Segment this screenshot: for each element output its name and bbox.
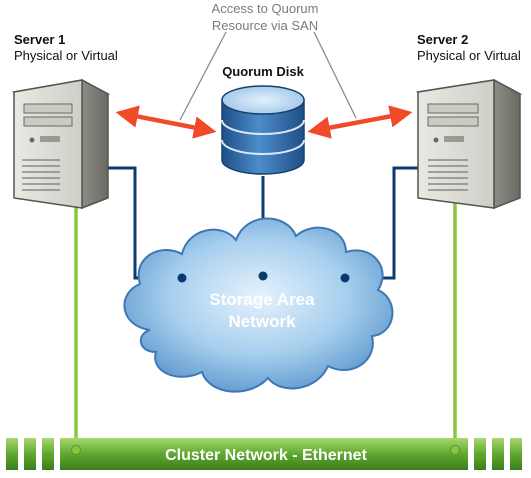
server2-tower-icon bbox=[415, 78, 523, 210]
server2-quorum-arrow bbox=[307, 105, 413, 139]
server1-tower-icon bbox=[11, 78, 111, 210]
server1-title: Server 1 bbox=[14, 32, 65, 47]
san-cloud-label-line1: Storage Area bbox=[209, 290, 315, 309]
ethernet-link-endpoints bbox=[71, 173, 460, 183]
server1-quorum-arrow bbox=[115, 105, 217, 139]
cluster-network-bar bbox=[6, 438, 522, 470]
cluster-network-link-dots bbox=[71, 445, 460, 455]
quorum-access-arrows bbox=[115, 105, 413, 139]
storage-area-network-cloud bbox=[123, 217, 394, 393]
san-access-label-line1: Access to Quorum bbox=[212, 1, 319, 16]
server1-subtitle: Physical or Virtual bbox=[14, 48, 118, 63]
cluster-network-label: Cluster Network - Ethernet bbox=[165, 447, 367, 464]
server2-subtitle: Physical or Virtual bbox=[417, 48, 521, 63]
quorum-disk-icon bbox=[221, 85, 305, 175]
san-access-label-line2: Resource via SAN bbox=[212, 18, 318, 33]
san-cloud-label-line2: Network bbox=[228, 312, 296, 331]
ethernet-links bbox=[74, 178, 457, 450]
san-access-pointers bbox=[179, 31, 357, 121]
server2-title: Server 2 bbox=[417, 32, 468, 47]
quorum-disk-label: Quorum Disk bbox=[222, 64, 304, 79]
